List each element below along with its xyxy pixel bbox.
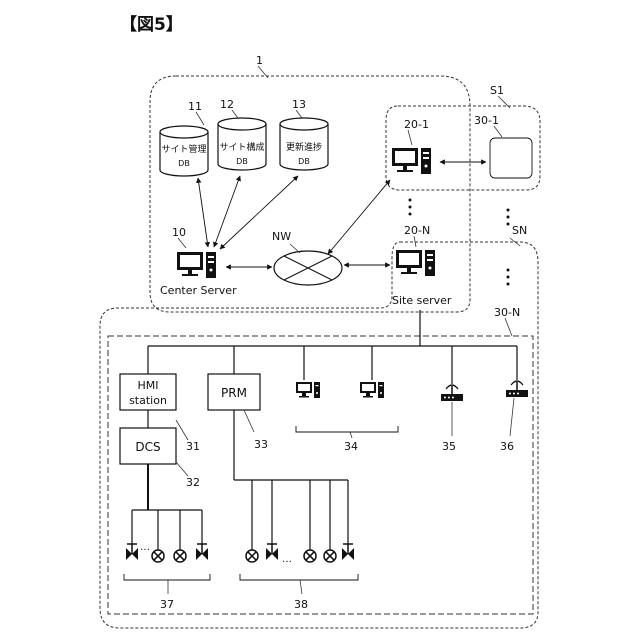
dcs-field-bracket [124, 574, 210, 580]
db3-db: DB [298, 157, 310, 166]
center-server-icon [177, 252, 216, 278]
site-server-n-icon [396, 250, 435, 276]
hmi-line1: HMI [137, 379, 158, 392]
ref-db2: 12 [220, 98, 234, 111]
db-update-progress: 更新進捗 DB [280, 118, 328, 170]
ref-prm: 33 [254, 438, 268, 451]
ellipsis-devices [507, 269, 510, 286]
db2-name: サイト構成 [219, 141, 264, 153]
pcs-bracket [296, 426, 398, 432]
pc-icon-1 [296, 382, 320, 398]
db3-name: 更新進捗 [286, 141, 322, 153]
ref-ap1: 35 [442, 440, 456, 453]
sensor-icon [246, 550, 258, 562]
valve-icon [266, 544, 278, 560]
ref-db3: 13 [292, 98, 306, 111]
site-server-label: Site server [392, 294, 452, 307]
ellipsis-site-servers [409, 199, 412, 216]
pc-icon-2 [360, 382, 384, 398]
ref-device-30n: 30-N [494, 306, 520, 319]
center-server-label: Center Server [160, 284, 237, 297]
db1-db: DB [178, 159, 190, 168]
valve-icon [126, 544, 138, 560]
device-30-1 [490, 138, 532, 178]
db2-db: DB [236, 157, 248, 166]
network-icon [274, 251, 342, 285]
ref-pcs: 34 [344, 440, 358, 453]
ref-site-sn: SN [512, 224, 527, 237]
ref-field-dcs: 37 [160, 598, 174, 611]
dcs-label: DCS [135, 440, 160, 454]
ellipsis-prm-field: … [282, 554, 292, 565]
access-point-icon-1 [441, 385, 463, 401]
ref-device-30-1: 30-1 [474, 114, 499, 127]
db-site-configuration: サイト構成 DB [218, 118, 266, 170]
ellipsis-dcs-field: … [140, 542, 150, 553]
ref-site-s1: S1 [490, 84, 504, 97]
db-site-management: サイト管理 DB [160, 126, 208, 176]
ref-hmi: 31 [186, 440, 200, 453]
sensor-icon [152, 550, 164, 562]
sensor-icon [174, 550, 186, 562]
site-server-1-icon [392, 148, 431, 174]
ref-system: 1 [256, 54, 263, 67]
access-point-icon-2 [506, 381, 528, 397]
db1-name: サイト管理 [161, 143, 206, 155]
prm-label: PRM [221, 386, 247, 400]
sensor-icon [304, 550, 316, 562]
ref-ap2: 36 [500, 440, 514, 453]
hmi-line2: station [129, 394, 167, 407]
prm-field-bracket [240, 574, 358, 580]
ref-dcs: 32 [186, 476, 200, 489]
ellipsis-sites [507, 209, 510, 226]
ref-field-prm: 38 [294, 598, 308, 611]
valve-icon [196, 544, 208, 560]
valve-icon [342, 544, 354, 560]
ref-center-server: 10 [172, 226, 186, 239]
ref-site-server-1: 20-1 [404, 118, 429, 131]
sensor-icon [324, 550, 336, 562]
ref-db1: 11 [188, 100, 202, 113]
network-label: NW [272, 230, 291, 243]
ref-site-server-n: 20-N [404, 224, 430, 237]
